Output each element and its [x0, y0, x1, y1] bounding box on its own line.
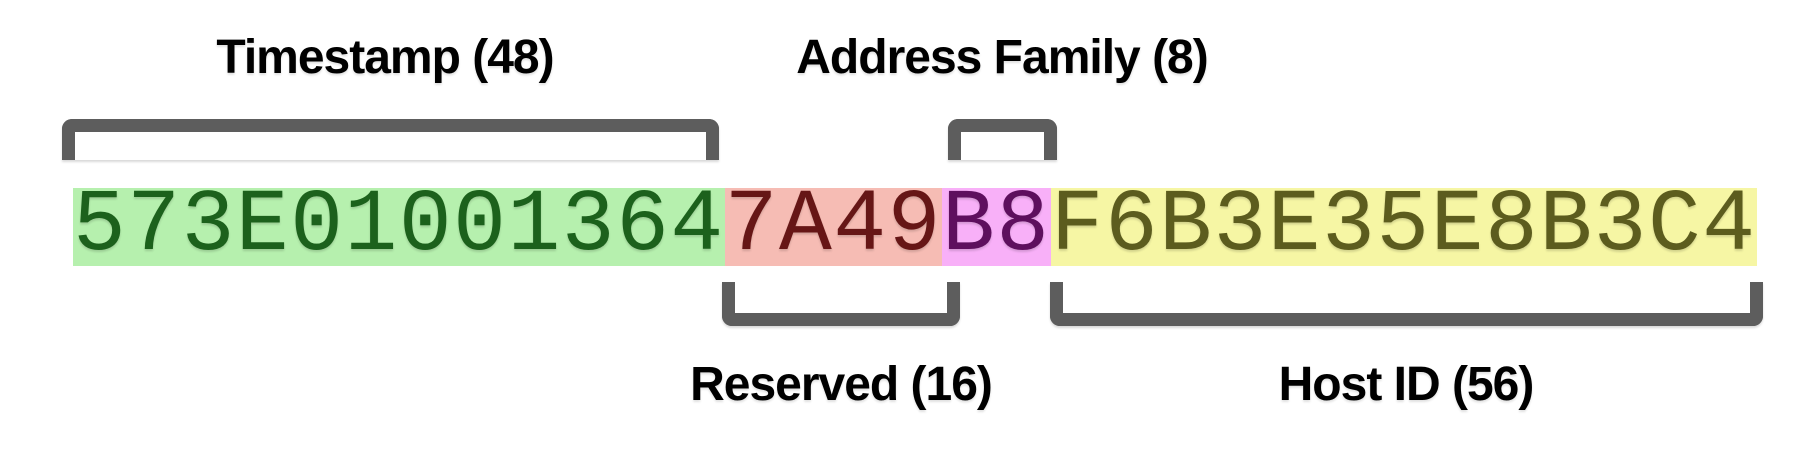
timestamp-bracket — [62, 119, 719, 160]
hex-segment-reserved: 7A49 — [724, 177, 942, 276]
reserved-label: Reserved (16) — [690, 358, 993, 411]
address-family-label: Address Family (8) — [796, 31, 1208, 84]
host-id-label: Host ID (56) — [1278, 358, 1535, 411]
host-id-bracket — [1050, 282, 1763, 326]
reserved-bracket — [722, 282, 960, 326]
hex-segment-timestamp: 573E01001364 — [73, 177, 725, 276]
hex-segment-address-family: B8 — [941, 177, 1051, 276]
address-family-bracket — [948, 119, 1057, 160]
hex-segment-host-id: F6B3E35E8B3C4 — [1050, 177, 1757, 276]
hex-string-row: 573E01001364 7A49 B8 F6B3E35E8B3C4 — [73, 177, 1757, 276]
timestamp-label: Timestamp (48) — [216, 31, 554, 84]
